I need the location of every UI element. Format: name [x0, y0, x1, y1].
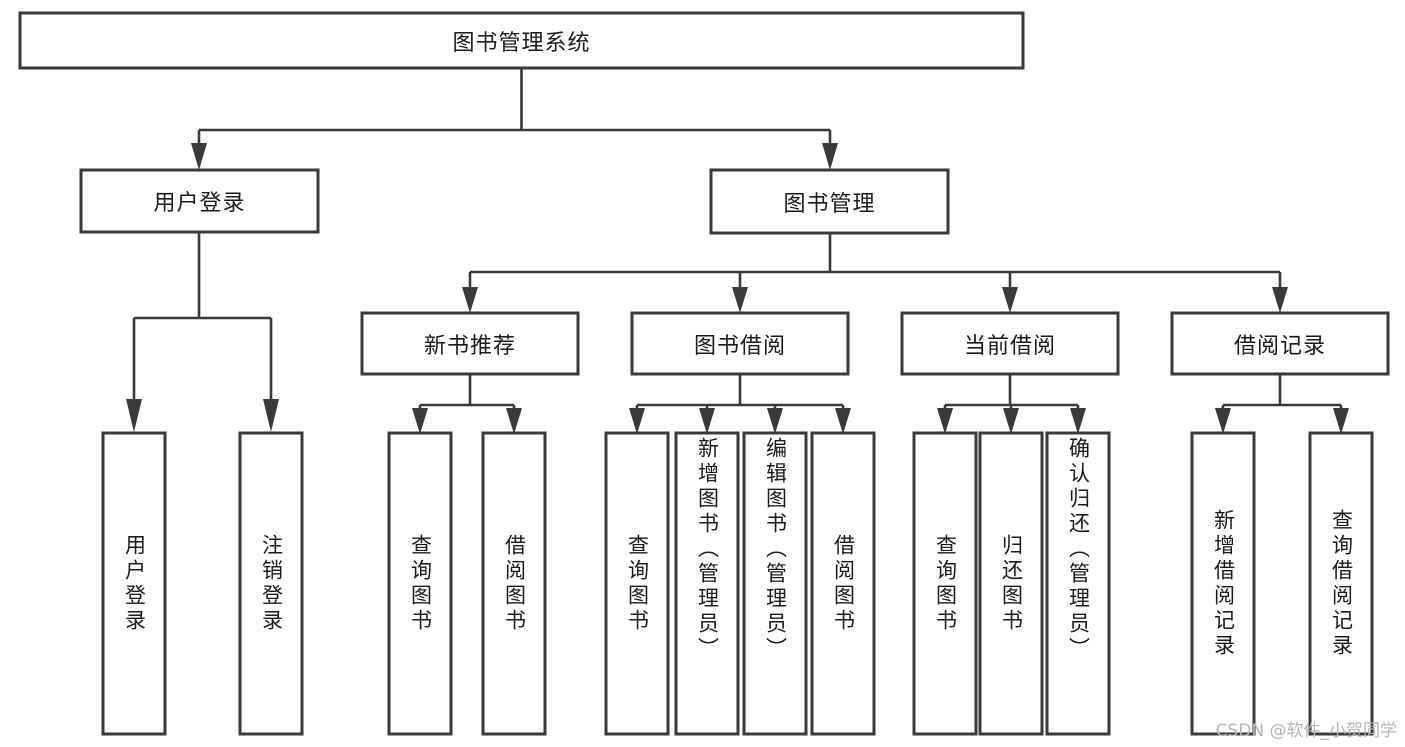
arrowhead-newbook-leaf-1	[412, 408, 428, 434]
connector-group-borrow-record	[1215, 374, 1349, 434]
node-box-leaf-current-borrow-1[interactable]	[912, 431, 978, 736]
node-box-leaf-current-borrow-3[interactable]	[1045, 431, 1111, 736]
node-box-leaf-book-borrow-3[interactable]	[742, 431, 808, 736]
arrowhead-to-current-borrow	[1002, 287, 1018, 313]
node-box-leaf-new-book-2[interactable]	[481, 431, 547, 736]
node-box-leaf-user-login-1[interactable]	[101, 431, 167, 736]
arrowhead-currentborrow-leaf-2	[1003, 408, 1019, 434]
node-box-leaf-user-login-2[interactable]	[238, 431, 304, 736]
arrowhead-to-book-borrow	[732, 287, 748, 313]
arrowhead-newbook-leaf-2	[506, 408, 522, 434]
connector-group-user-login	[126, 232, 279, 432]
connector-group-current-borrow	[937, 374, 1086, 434]
node-box-leaf-borrow-record-2[interactable]	[1308, 431, 1374, 736]
node-box-new-book-recommend[interactable]	[360, 311, 580, 376]
arrowhead-currentborrow-leaf-1	[937, 408, 953, 434]
arrowhead-to-book-manage	[822, 143, 838, 170]
node-box-leaf-book-borrow-1[interactable]	[604, 431, 670, 736]
arrowhead-to-borrow-record	[1272, 287, 1288, 313]
arrowhead-bookborrow-leaf-1	[629, 408, 645, 434]
arrowhead-borrowrecord-leaf-1	[1215, 408, 1231, 434]
connector-group-root	[191, 68, 838, 170]
node-box-borrow-record[interactable]	[1170, 311, 1390, 376]
node-box-leaf-new-book-1[interactable]	[387, 431, 453, 736]
node-box-leaf-book-borrow-4[interactable]	[810, 431, 876, 736]
connector-group-book-manage	[462, 233, 1288, 313]
arrowhead-to-user-login	[191, 143, 207, 170]
connector-group-book-borrow	[629, 374, 851, 434]
arrowhead-bookborrow-leaf-2	[699, 408, 715, 434]
node-box-book-manage[interactable]	[709, 168, 950, 235]
node-box-current-borrow[interactable]	[900, 311, 1120, 376]
node-box-root[interactable]	[18, 11, 1025, 70]
node-box-leaf-book-borrow-2[interactable]	[674, 431, 740, 736]
arrowhead-bookborrow-leaf-4	[835, 408, 851, 434]
arrowhead-borrowrecord-leaf-2	[1333, 408, 1349, 434]
node-box-book-borrow[interactable]	[630, 311, 850, 376]
node-box-leaf-current-borrow-2[interactable]	[978, 431, 1044, 736]
node-box-leaf-borrow-record-1[interactable]	[1190, 431, 1256, 736]
arrowhead-bookborrow-leaf-3	[767, 408, 783, 434]
node-box-user-login[interactable]	[79, 168, 320, 234]
connector-group-new-book	[412, 374, 522, 434]
arrowhead-currentborrow-leaf-3	[1070, 408, 1086, 434]
arrowhead-to-new-book	[462, 287, 478, 313]
arrowhead-userlogin-leaf-1	[126, 399, 142, 432]
arrowhead-userlogin-leaf-2	[263, 399, 279, 432]
